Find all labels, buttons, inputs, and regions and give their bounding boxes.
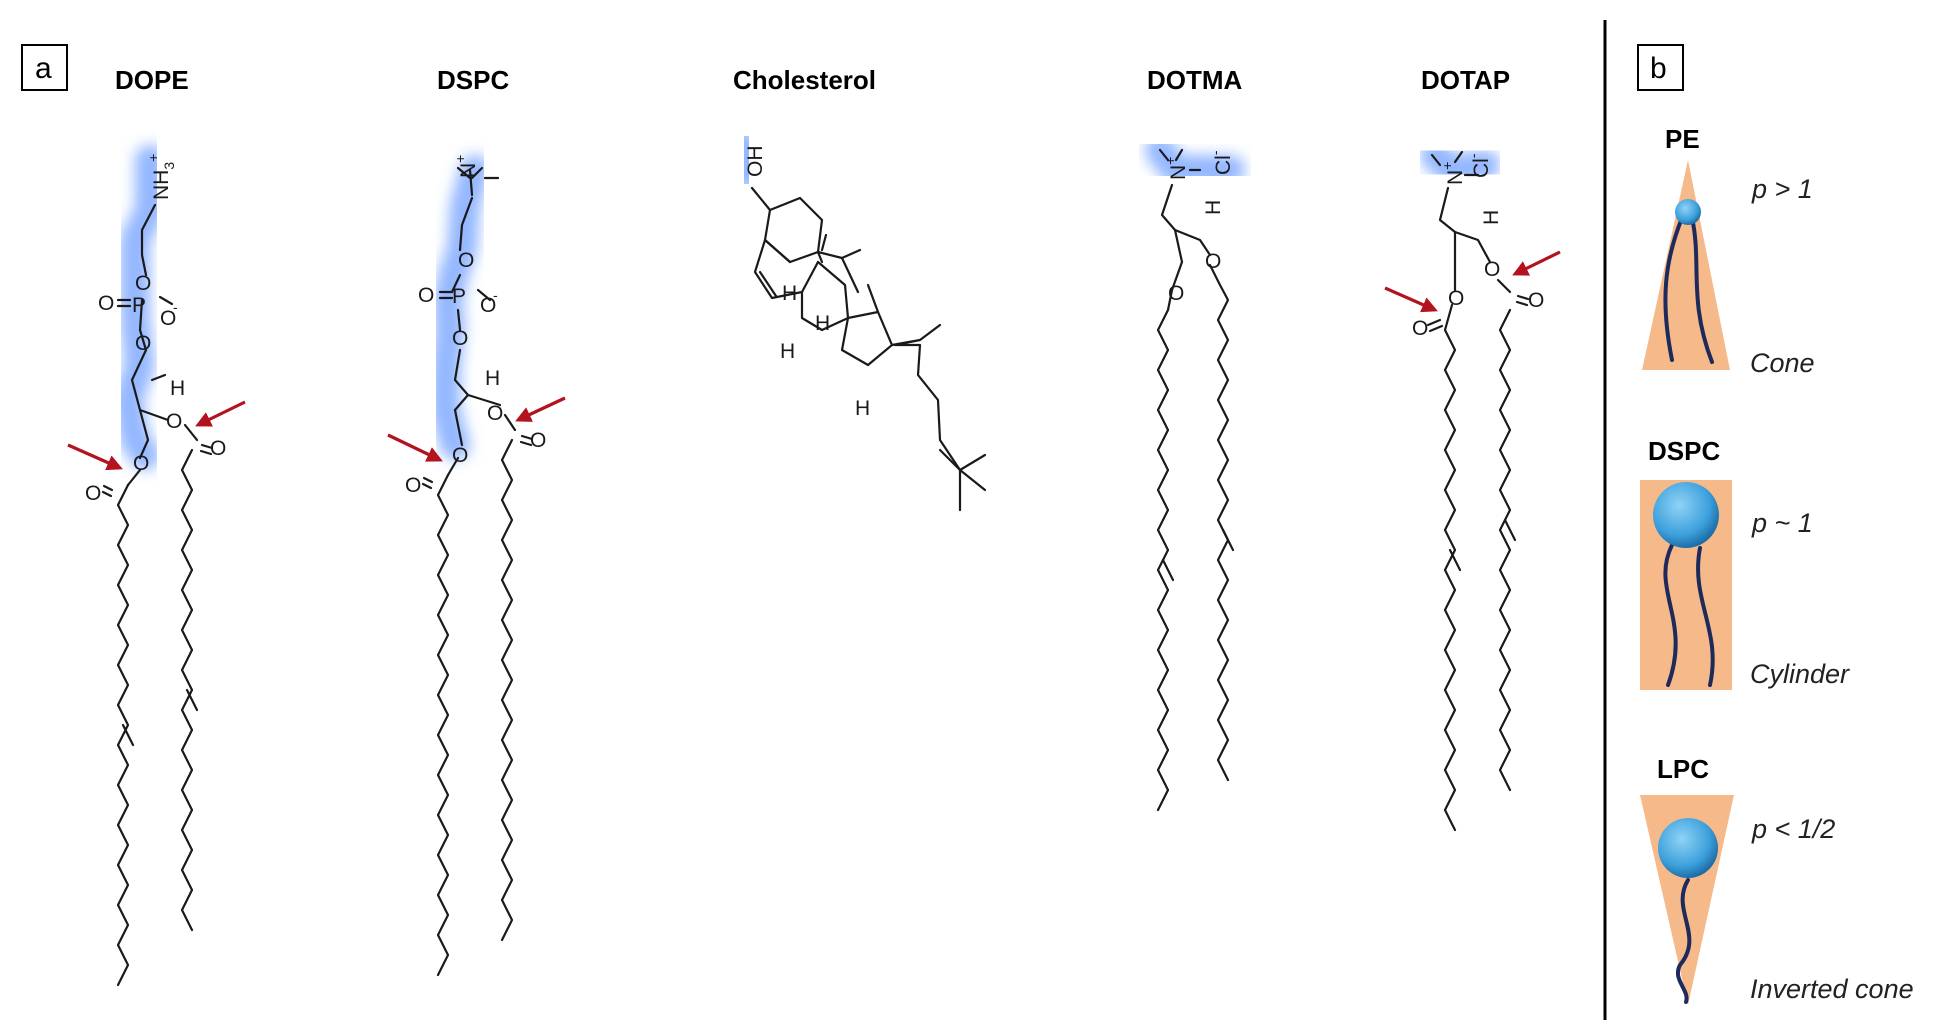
dope-p: P — [132, 294, 146, 317]
dotap-cl: Cl- — [1465, 153, 1493, 178]
dotap-o-sn1: O — [1448, 287, 1464, 310]
shape-pe-tail-2 — [1690, 216, 1714, 364]
shape-lpc-name: LPC — [1657, 754, 1709, 784]
shape-dspc-shape: Cylinder — [1750, 659, 1850, 689]
dope-structure: NH3+ O O P O - O H O O O O — [67, 145, 246, 987]
lipid-title-cholesterol: Cholesterol — [733, 65, 876, 95]
dspc-o-minus: O — [480, 294, 496, 317]
dspc-minus: - — [493, 287, 498, 303]
dotap-arrow-sn2 — [1512, 250, 1561, 276]
shape-lpc: LPC p < 1/2 Inverted cone — [1640, 754, 1914, 1005]
dspc-o-ether-1: O — [458, 249, 474, 272]
dspc-n: N+ — [452, 155, 480, 178]
shape-dspc-tail-1 — [1663, 543, 1678, 687]
dope-arrow-sn1 — [67, 443, 123, 471]
shape-dspc: DSPC p ~ 1 Cylinder — [1640, 436, 1850, 690]
panel-a-label-box — [21, 44, 68, 91]
dspc-o-carbonyl-2: O — [530, 429, 546, 452]
shape-pe-name: PE — [1665, 124, 1700, 154]
panel-a-label: a — [35, 52, 52, 85]
dope-h: H — [170, 377, 185, 400]
shape-pe-tail-1 — [1663, 216, 1684, 362]
dspc-h: H — [485, 367, 500, 390]
shape-lpc-shape: Inverted cone — [1750, 974, 1914, 1004]
dope-o-double: O — [98, 292, 114, 315]
shape-pe-cone — [1642, 160, 1730, 370]
shape-lpc-packing: p < 1/2 — [1751, 814, 1835, 844]
dotap-o-sn2: O — [1484, 258, 1500, 281]
shape-pe-shape: Cone — [1750, 348, 1815, 378]
dotap-arrow-sn1 — [1384, 286, 1438, 313]
shape-lpc-head — [1658, 818, 1718, 878]
shape-lpc-tail — [1676, 878, 1692, 1004]
dspc-p: P — [452, 285, 466, 308]
dope-o-ether-1: O — [135, 272, 151, 295]
dope-o-ether-2: O — [135, 332, 151, 355]
panel-b-label-box — [1637, 44, 1684, 91]
panel-b-label: b — [1650, 52, 1667, 85]
shape-dspc-packing: p ~ 1 — [1751, 508, 1813, 538]
cholesterol-h-2: H — [815, 312, 830, 335]
cholesterol-structure: OH H H H H — [730, 130, 987, 512]
shape-dspc-head — [1653, 482, 1719, 548]
lipid-title-dotma: DOTMA — [1147, 65, 1243, 95]
shape-dspc-tail-2 — [1696, 546, 1715, 687]
shape-dspc-name: DSPC — [1648, 436, 1720, 466]
dope-arrow-sn2 — [195, 400, 246, 427]
dotap-o-carbonyl-1: O — [1412, 317, 1428, 340]
dspc-o-carbonyl-1: O — [405, 474, 421, 497]
cholesterol-h-3: H — [780, 340, 795, 363]
lipid-title-dspc: DSPC — [437, 65, 509, 95]
panel-b: b PE p > 1 Cone DSPC p ~ 1 Cylinder LPC — [1637, 44, 1914, 1005]
cholesterol-h-4: H — [855, 397, 870, 420]
dotma-structure: N+ Cl- H O O — [1145, 135, 1245, 812]
dotap-structure: N+ Cl- H O O O O — [1384, 140, 1561, 832]
dope-o-carbonyl-1: O — [85, 482, 101, 505]
dope-o-carbonyl-2: O — [210, 437, 226, 460]
dspc-o-ether-2: O — [452, 327, 468, 350]
dspc-o-sn2: O — [487, 402, 503, 425]
lipid-title-dope: DOPE — [115, 65, 189, 95]
dotap-n: N+ — [1439, 162, 1467, 185]
dotma-o-2: O — [1205, 250, 1221, 273]
lipid-title-dotap: DOTAP — [1421, 65, 1510, 95]
cholesterol-h-1: H — [782, 282, 797, 305]
dotap-o-carbonyl-2: O — [1528, 289, 1544, 312]
dope-minus: - — [173, 299, 178, 315]
dope-o-sn1: O — [133, 452, 149, 475]
shape-pe-packing: p > 1 — [1751, 174, 1813, 204]
dope-nh3: NH3+ — [145, 154, 177, 200]
dspc-arrow-sn2 — [515, 396, 566, 422]
dotma-o-1: O — [1168, 282, 1184, 305]
dotma-n: N+ — [1162, 157, 1190, 180]
dotma-cl: Cl- — [1207, 150, 1235, 175]
dotma-h: H — [1202, 200, 1225, 215]
shape-pe-head — [1675, 199, 1701, 225]
dope-o-sn2: O — [166, 410, 182, 433]
dspc-o-sn1: O — [452, 444, 468, 467]
dotap-h: H — [1480, 210, 1503, 225]
panel-a: a DOPE DSPC Cholesterol DOTMA DOTAP — [21, 44, 1561, 987]
dope-o-minus: O — [160, 307, 176, 330]
shape-pe: PE p > 1 Cone — [1642, 124, 1815, 378]
dspc-structure: N+ O O P O - O H O O O O — [387, 155, 566, 977]
dspc-o-double: O — [418, 284, 434, 307]
dspc-arrow-sn1 — [387, 433, 443, 462]
cholesterol-oh: OH — [744, 146, 767, 178]
